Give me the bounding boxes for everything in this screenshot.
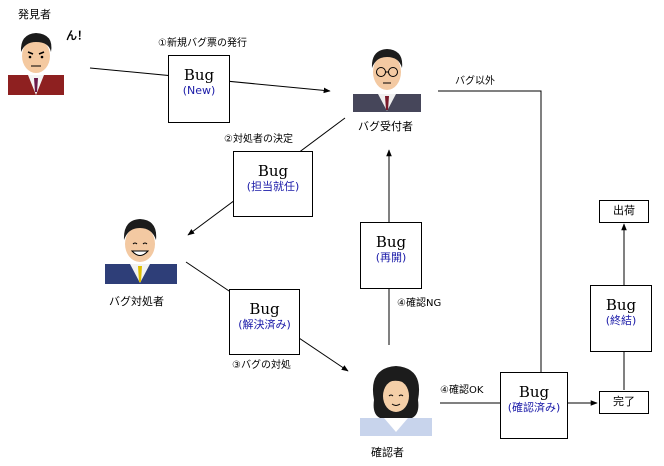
step-ok-label: ④確認OK <box>440 385 484 396</box>
bug-resolved-state: (解決済み) <box>238 318 291 331</box>
bug-verified-state: (確認済み) <box>507 401 561 414</box>
bug-box-resolved: Bug (解決済み) <box>229 289 300 355</box>
bug-box-assigned: Bug (担当就任) <box>233 151 313 217</box>
bug-new-title: Bug <box>183 66 215 84</box>
bug-resolved-title: Bug <box>249 300 280 318</box>
step-fix-label: ③バグの対処 <box>232 360 291 371</box>
bug-box-new: Bug (New) <box>168 55 230 123</box>
path-not-bug <box>438 90 542 372</box>
exclaim-text: ん！ <box>66 29 88 42</box>
not-bug-label: バグ以外 <box>455 76 495 87</box>
discoverer-figure <box>8 33 64 95</box>
actor-receiver-label: バグ受付者 <box>358 120 413 133</box>
bug-assigned-state: (担当就任) <box>246 180 300 193</box>
actor-confirmer-label: 確認者 <box>371 446 404 459</box>
ship-box: 出荷 <box>599 200 649 223</box>
actor-handler-label: バグ対処者 <box>109 295 164 308</box>
step-issue-label: ①新規バグ票の発行 <box>158 38 247 49</box>
bug-reopen-state: (再開) <box>375 251 407 264</box>
receiver-figure <box>353 49 421 112</box>
handler-figure <box>105 219 177 284</box>
bug-box-verified: Bug (確認済み) <box>500 372 568 439</box>
bug-box-closed: Bug (終結) <box>590 285 652 352</box>
done-box: 完了 <box>599 391 649 414</box>
step-ng-label: ④確認NG <box>397 298 442 309</box>
confirmer-figure <box>360 366 432 436</box>
step-assign-label: ②対処者の決定 <box>224 134 293 145</box>
bug-assigned-title: Bug <box>257 162 289 180</box>
bug-box-reopen: Bug (再開) <box>360 222 422 289</box>
bug-closed-state: (終結) <box>605 314 637 327</box>
bug-new-state: (New) <box>182 84 216 97</box>
bug-verified-title: Bug <box>518 383 550 401</box>
bug-reopen-title: Bug <box>375 233 407 251</box>
actor-discoverer-label: 発見者 <box>18 8 51 21</box>
bug-closed-title: Bug <box>605 296 637 314</box>
